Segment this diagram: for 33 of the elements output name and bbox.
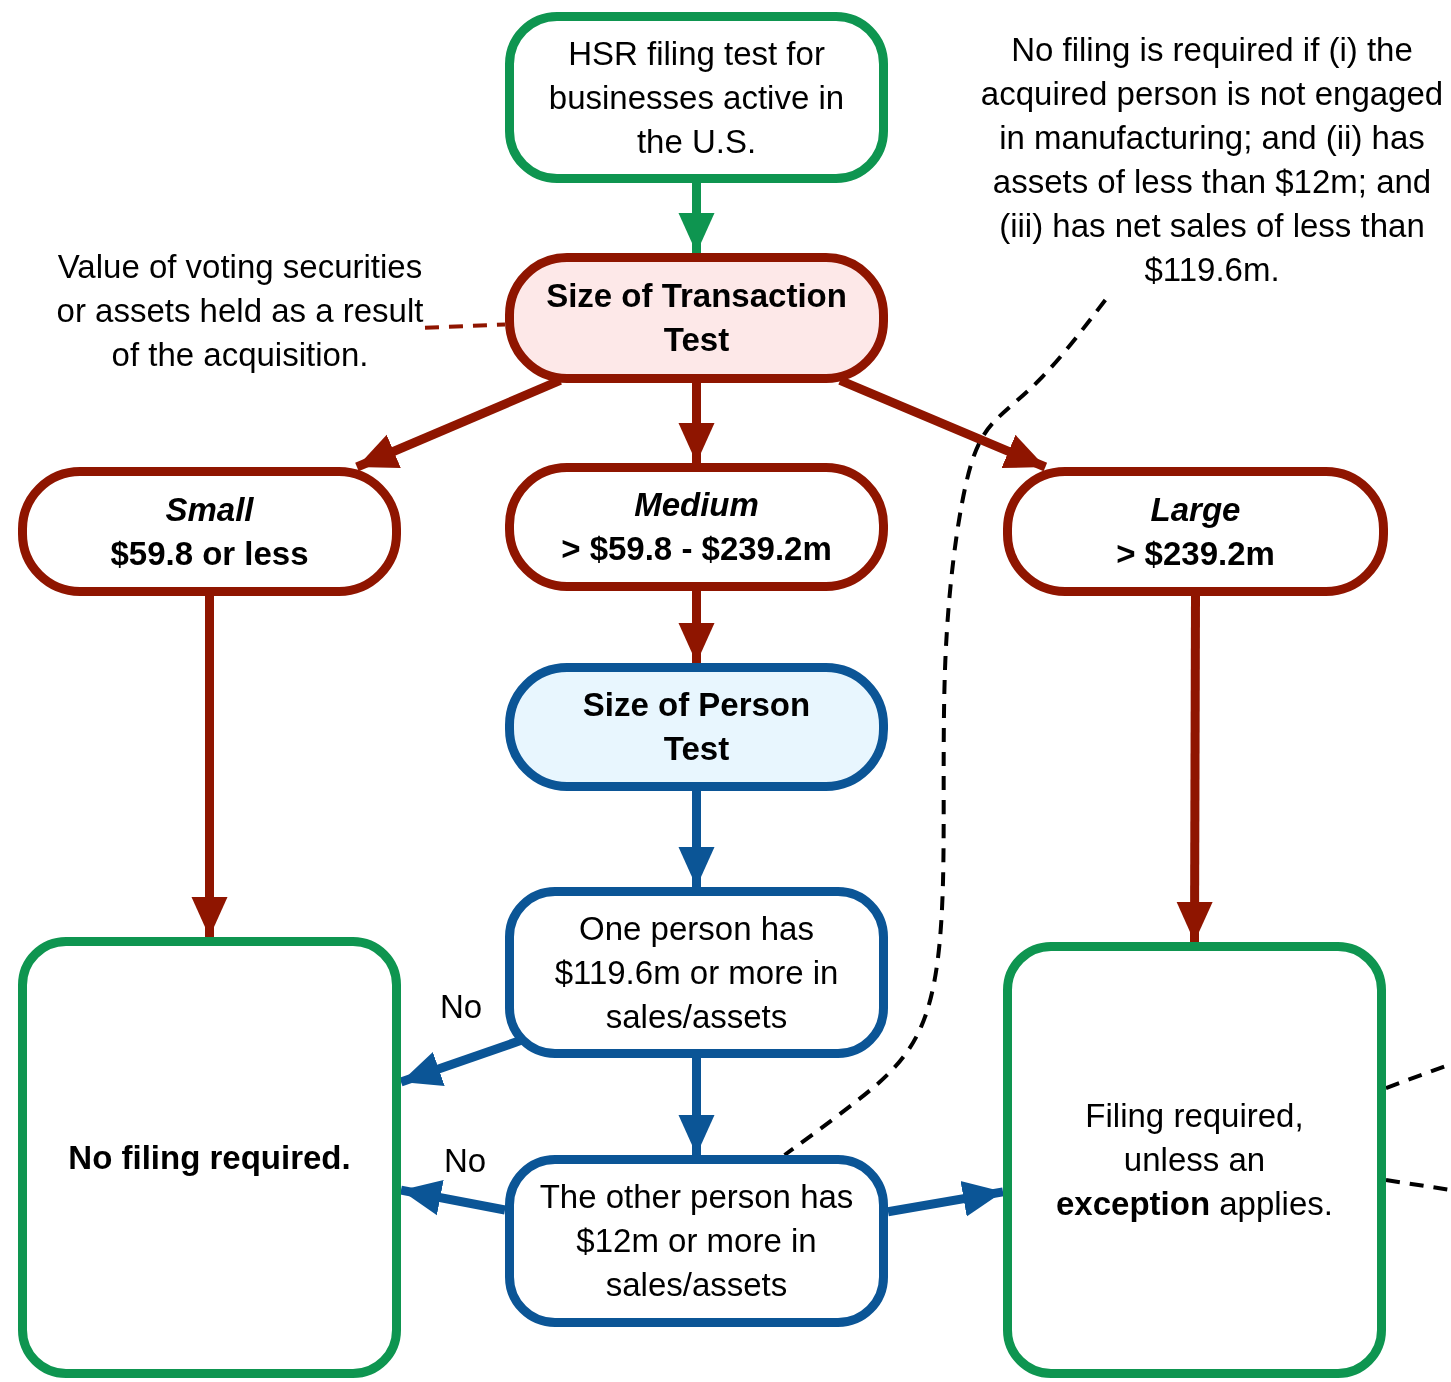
result-text: Filing required, unless an exception applies. — [1055, 1096, 1334, 1224]
condition-box — [505, 1155, 888, 1327]
box-text: One person has $119.6m or more in sales/assets — [553, 908, 840, 1037]
result-text: No filing required. — [68, 1137, 351, 1178]
arrow — [400, 1179, 506, 1216]
arrow — [887, 1180, 1004, 1217]
note-text: No filing is required if (i) the acquired person is not engaged in manufacturing; and (ii) has assets of less than $12m; and (iii) has net sales of less than $119.6m. — [979, 30, 1445, 290]
leader-line — [783, 298, 1107, 1157]
box-text: Medium — [634, 485, 759, 525]
arrow — [678, 383, 715, 463]
leader-line — [424, 322, 506, 330]
arrow — [838, 376, 1048, 472]
box-text: > $239.2m — [1116, 533, 1275, 574]
condition-box — [505, 887, 888, 1058]
leader-line — [1385, 1178, 1451, 1192]
box-text: > $59.8 - $239.2m — [561, 529, 832, 569]
arrow — [678, 791, 715, 887]
title-text: HSR filing test for businesses active in the U.S. — [547, 33, 846, 162]
arrow — [1176, 596, 1213, 942]
result-box — [1003, 942, 1386, 1378]
box-text: Large — [1150, 489, 1241, 530]
box-text: Small — [165, 489, 254, 530]
start-box — [505, 12, 888, 183]
arrow — [678, 183, 715, 253]
box-text: The other person has $12m or more in sales/assets — [538, 1177, 855, 1305]
note-text: Value of voting securities or assets held as a result of the acquisition. — [55, 247, 425, 375]
box-title: Size of Transaction Test — [545, 276, 848, 360]
arrow — [191, 596, 228, 937]
box-title: Size of Person Test — [581, 685, 812, 769]
arrow — [678, 591, 715, 663]
box-text: $59.8 or less — [110, 533, 309, 574]
result-box — [18, 937, 401, 1378]
arrow — [678, 1058, 715, 1155]
